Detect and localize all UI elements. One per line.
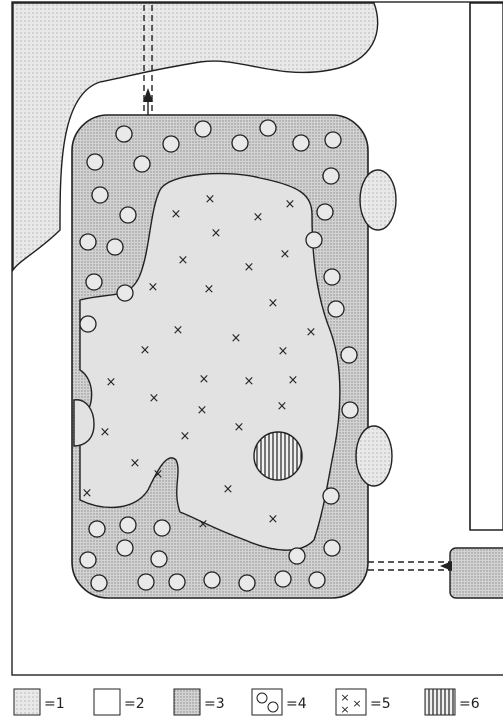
cross-mark: × bbox=[198, 517, 209, 532]
organelle-circle bbox=[163, 136, 179, 152]
cross-mark: × bbox=[199, 372, 210, 387]
cross-mark: × bbox=[244, 374, 255, 389]
cross-mark: × bbox=[278, 344, 289, 359]
organelle-circle bbox=[328, 301, 344, 317]
organelle-circle bbox=[80, 552, 96, 568]
cross-mark: × bbox=[231, 331, 242, 346]
organelle-circle bbox=[91, 575, 107, 591]
cross-mark: × bbox=[204, 282, 215, 297]
cross-mark: × bbox=[253, 210, 264, 225]
neighbour-cell bbox=[450, 548, 503, 598]
legend-cross-b: × bbox=[340, 703, 349, 716]
legend-label-1: =1 bbox=[44, 696, 65, 712]
organelle-circle bbox=[260, 120, 276, 136]
legend-circle-a bbox=[257, 693, 267, 703]
wall-bulge-lower bbox=[356, 426, 392, 486]
organelle-circle bbox=[325, 132, 341, 148]
legend-swatch-3 bbox=[174, 689, 200, 715]
cross-mark: × bbox=[277, 399, 288, 414]
organelle-circle bbox=[323, 168, 339, 184]
organelle-circle bbox=[293, 135, 309, 151]
cross-mark: × bbox=[280, 247, 291, 262]
cross-mark: × bbox=[211, 226, 222, 241]
organelle-circle bbox=[151, 551, 167, 567]
cross-mark: × bbox=[244, 260, 255, 275]
legend-cross-c: × bbox=[352, 697, 361, 710]
cross-mark: × bbox=[268, 296, 279, 311]
cross-mark: × bbox=[149, 391, 160, 406]
organelle-circle bbox=[86, 274, 102, 290]
organelle-circle bbox=[204, 572, 220, 588]
organelle-circle bbox=[324, 269, 340, 285]
cross-mark: × bbox=[173, 323, 184, 338]
cross-mark: × bbox=[178, 253, 189, 268]
cross-mark: × bbox=[100, 425, 111, 440]
organelle-circle bbox=[92, 187, 108, 203]
nucleus bbox=[254, 432, 302, 480]
legend-label-3: =3 bbox=[204, 696, 225, 712]
organelle-circle bbox=[323, 488, 339, 504]
organelle-circle bbox=[138, 574, 154, 590]
organelle-circle bbox=[289, 548, 305, 564]
organelle-circle bbox=[80, 234, 96, 250]
organelle-circle bbox=[117, 540, 133, 556]
cross-mark: × bbox=[171, 207, 182, 222]
organelle-circle bbox=[306, 232, 322, 248]
cross-mark: × bbox=[82, 486, 93, 501]
cross-mark: × bbox=[106, 375, 117, 390]
organelle-circle bbox=[275, 571, 291, 587]
organelle-circle bbox=[80, 316, 96, 332]
cross-mark: × bbox=[148, 280, 159, 295]
organelle-circle bbox=[239, 575, 255, 591]
legend-label-2: =2 bbox=[124, 696, 145, 712]
organelle-circle bbox=[134, 156, 150, 172]
legend-swatch-2 bbox=[94, 689, 120, 715]
cross-mark: × bbox=[306, 325, 317, 340]
organelle-circle bbox=[87, 154, 103, 170]
organelle-circle bbox=[324, 540, 340, 556]
cross-mark: × bbox=[223, 482, 234, 497]
legend-swatch-1 bbox=[14, 689, 40, 715]
organelle-circle bbox=[116, 126, 132, 142]
organelle-circle bbox=[169, 574, 185, 590]
cross-mark: × bbox=[268, 512, 279, 527]
cross-mark: × bbox=[234, 420, 245, 435]
organelle-circle bbox=[89, 521, 105, 537]
organelle-circle bbox=[317, 204, 333, 220]
organelle-circle bbox=[309, 572, 325, 588]
legend-label-4: =4 bbox=[286, 696, 307, 712]
organelle-circle bbox=[120, 207, 136, 223]
cross-mark: × bbox=[153, 467, 164, 482]
wall-bulge-upper bbox=[360, 170, 396, 230]
cross-mark: × bbox=[288, 373, 299, 388]
organelle-circle bbox=[107, 239, 123, 255]
legend-swatch-6 bbox=[425, 689, 455, 715]
legend-swatch-4 bbox=[252, 689, 282, 715]
legend: × × × =1 =2 =3 =4 =5 =6 bbox=[14, 689, 480, 716]
organelle-circle bbox=[232, 135, 248, 151]
legend-label-5: =5 bbox=[370, 696, 391, 712]
cross-mark: × bbox=[205, 192, 216, 207]
cross-mark: × bbox=[285, 197, 296, 212]
organelle-circle bbox=[342, 402, 358, 418]
cross-mark: × bbox=[180, 429, 191, 444]
organelle-circle bbox=[120, 517, 136, 533]
cross-mark: × bbox=[197, 403, 208, 418]
cross-mark: × bbox=[140, 343, 151, 358]
organelle-circle bbox=[154, 520, 170, 536]
legend-circle-b bbox=[268, 702, 278, 712]
extracellular-region-right bbox=[470, 3, 503, 530]
cross-mark: × bbox=[130, 456, 141, 471]
organelle-circle bbox=[195, 121, 211, 137]
legend-label-6: =6 bbox=[459, 696, 480, 712]
organelle-circle bbox=[341, 347, 357, 363]
organelle-circle bbox=[117, 285, 133, 301]
